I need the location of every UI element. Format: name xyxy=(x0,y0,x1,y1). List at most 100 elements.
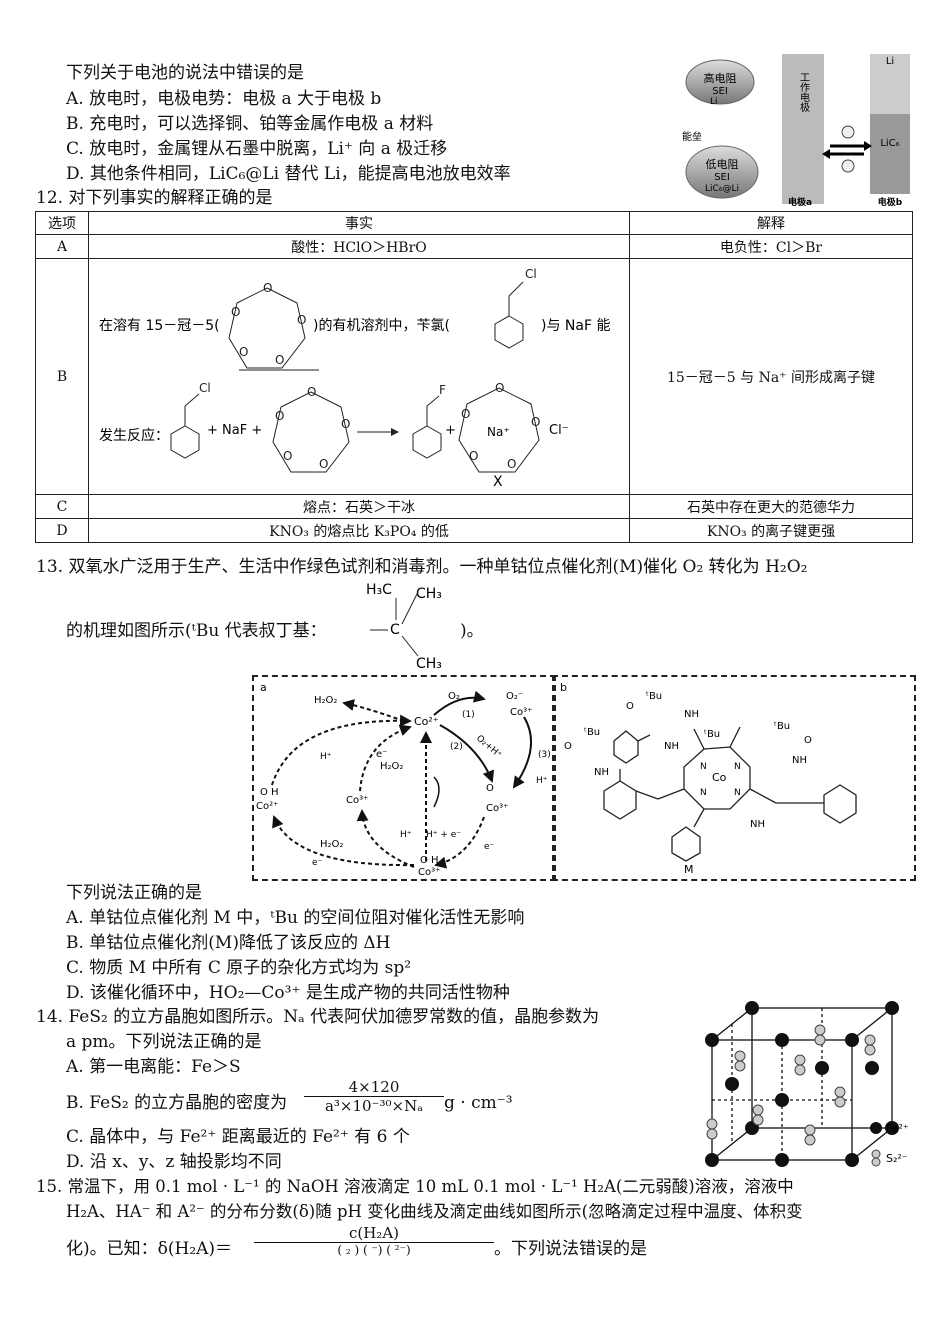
tbu-c: C xyxy=(390,622,400,638)
o2-label: O₂ xyxy=(448,691,460,702)
catalyst-m-structure: b Co N N N N O ᵗBu NH O ᵗBu NH ᵗBu NH O … xyxy=(552,675,916,881)
header-explain: 解释 xyxy=(629,211,913,235)
o-2: O xyxy=(564,741,572,752)
row-d-option: D xyxy=(35,518,89,543)
cl-ion-label: Cl⁻ xyxy=(549,423,569,438)
o-1: O xyxy=(626,701,634,712)
table-row: A 酸性：HClO＞HBrO 电负性：Cl＞Br xyxy=(35,234,913,259)
q13-stem: 13. 双氧水广泛用于生产、生活中作绿色试剂和消毒剂。一种单钴位点催化剂(M)催… xyxy=(36,557,808,577)
q14-option-c: C. 晶体中，与 Fe²⁺ 距离最近的 Fe²⁺ 有 6 个 xyxy=(66,1127,410,1147)
density-denominator: a³×10⁻³⁰×Nₐ xyxy=(324,1097,424,1115)
crown-ether-15-5: O O O O O xyxy=(228,281,306,368)
electrode-a-label: 电极a xyxy=(788,196,812,208)
benzyl-fluoride-product: F xyxy=(412,383,446,459)
table-row: C 熔点：石英＞干冰 石英中存在更大的范德华力 xyxy=(35,494,913,519)
svg-text:O: O xyxy=(239,345,248,359)
svg-text:O: O xyxy=(307,385,316,399)
q13-question: 下列说法正确的是 xyxy=(66,883,202,903)
svg-text:O: O xyxy=(297,313,306,327)
q13-option-b: B. 单钴位点催化剂(M)降低了该反应的 ΔH xyxy=(66,933,391,953)
q15-line3-pre: 化)。已知：δ(H₂A)＝ xyxy=(66,1239,233,1259)
row-a-fact: 酸性：HClO＞HBrO xyxy=(88,234,630,259)
crown-ether-reactant: O O O O O xyxy=(272,385,350,472)
n-1: N xyxy=(700,762,707,772)
unit-cell-legend: Fe²⁺ S₂²⁻ xyxy=(870,1122,909,1167)
nh-5: NH xyxy=(750,819,765,830)
row-b-fact-line1c: )与 NaF 能 xyxy=(541,318,610,334)
delta-denominator: ( ₂ ) ( ⁻) ( ²⁻) xyxy=(337,1243,411,1257)
electrode-b-label: 电极b xyxy=(878,196,903,208)
facts-table: 选项 事实 解释 A 酸性：HClO＞HBrO 电负性：Cl＞Br B 在溶有 … xyxy=(35,211,913,543)
e-minus-bottom-left: e⁻ xyxy=(312,858,323,868)
row-b-fact: 在溶有 15－冠－5( O O O O O )的有机溶剂中，苄氯( Cl )与 … xyxy=(88,258,630,495)
co3-right-ooh: Co³⁺ xyxy=(486,803,508,814)
work-electrode-bar xyxy=(782,54,824,204)
table-header-row: 选项 事实 解释 xyxy=(35,211,913,235)
co3-top-right: Co³⁺ xyxy=(510,707,532,718)
benzyl-chloride-reactant: Cl xyxy=(170,381,211,459)
table-row: D KNO₃ 的熔点比 K₃PO₄ 的低 KNO₃ 的离子键更强 xyxy=(35,518,913,543)
q15-line3-post: 。下列说法错误的是 xyxy=(494,1239,647,1259)
q13-option-c: C. 物质 M 中所有 C 原子的杂化方式均为 sp² xyxy=(66,958,412,978)
svg-text:O: O xyxy=(341,417,350,431)
svg-text:O: O xyxy=(231,305,240,319)
table-row: B 在溶有 15－冠－5( O O O O O )的有机溶剂中，苄氯( Cl xyxy=(35,258,913,495)
high-resistance-sei xyxy=(685,59,755,105)
fes2-unit-cell xyxy=(705,1001,899,1167)
battery-figure: 高电阻 SEI Li 能垒 低电阻 SEI LiC₆@Li 工作电极 Li Li… xyxy=(682,54,910,208)
sei-label-bottom: SEI xyxy=(714,172,730,183)
q11-option-b: B. 充电时，可以选择铜、铂等金属作电极 a 材料 xyxy=(66,114,434,134)
h2o2-middle: H₂O₂ xyxy=(380,761,403,772)
row-d-fact: KNO₃ 的熔点比 K₃PO₄ 的低 xyxy=(88,518,630,543)
q13-option-d: D. 该催化循环中，HO₂—Co³⁺ 是生成产物的共同活性物种 xyxy=(66,983,510,1003)
legend-fe: Fe²⁺ xyxy=(886,1122,909,1135)
electrode-b-lic6 xyxy=(870,114,910,194)
svg-text:F: F xyxy=(439,383,446,397)
high-resistance-label: 高电阻 xyxy=(704,71,737,85)
e-minus-left: e⁻ xyxy=(376,749,387,760)
row-a-explain: 电负性：Cl＞Br xyxy=(629,234,913,259)
porphyrin-diagram: b Co N N N N O ᵗBu NH O ᵗBu NH ᵗBu NH O … xyxy=(560,681,857,876)
mechanism-figure-a: a H₂O₂ Co²⁺ O₂ O₂⁻ Co³⁺ (1) (2) (3) O₂+H… xyxy=(252,675,556,881)
q13-option-a: A. 单钴位点催化剂 M 中，ᵗBu 的空间位阻对催化活性无影响 xyxy=(66,908,525,928)
tbu-3: ᵗBu xyxy=(704,729,720,740)
o2-minus-label: O₂⁻ xyxy=(506,691,523,702)
row-c-explain: 石英中存在更大的范德华力 xyxy=(629,494,913,519)
n-3: N xyxy=(700,788,707,798)
h-plus-right: H⁺ xyxy=(536,776,548,786)
low-resistance-sei xyxy=(685,145,759,199)
q14-density-fraction: 4×120 a³×10⁻³⁰×Nₐ xyxy=(304,1078,444,1115)
tbu-1: ᵗBu xyxy=(646,691,662,702)
row-a-option: A xyxy=(35,234,89,259)
co3-left: Co³⁺ xyxy=(346,795,368,806)
row-c-option: C xyxy=(35,494,89,519)
n-2: N xyxy=(734,762,741,772)
fig-a-label: a xyxy=(260,681,267,694)
e-minus-bottom-right: e⁻ xyxy=(484,842,495,852)
svg-text:O: O xyxy=(319,457,328,471)
catalytic-cycle-diagram: a H₂O₂ Co²⁺ O₂ O₂⁻ Co³⁺ (1) (2) (3) O₂+H… xyxy=(256,681,551,878)
tbu-ch3-top: CH₃ xyxy=(416,586,442,602)
n-4: N xyxy=(734,788,741,798)
crown-complex-x: O O O O O xyxy=(458,381,540,472)
delta-fraction: c(H₂A) ( ₂ ) ( ⁻) ( ²⁻) xyxy=(254,1224,494,1257)
tbu-h3c: H₃C xyxy=(366,582,392,598)
work-electrode-label: 工作电极 xyxy=(798,72,810,113)
svg-text:O: O xyxy=(495,381,504,395)
q13-stem2-end: )。 xyxy=(460,621,484,641)
co2-center: Co²⁺ xyxy=(414,715,439,728)
tbu-2: ᵗBu xyxy=(584,727,600,738)
step-2: (2) xyxy=(450,742,463,752)
q11-option-a: A. 放电时，电极电势：电极 a 大于电极 b xyxy=(66,89,382,109)
co3-bottom: Co³⁺ xyxy=(418,867,440,878)
electrode-b-lic6-label: LiC₆ xyxy=(880,138,899,149)
h-plus-left: H⁺ xyxy=(320,752,332,762)
sei-label-top: SEI xyxy=(712,86,728,97)
oh-left: O H xyxy=(260,787,279,798)
benzyl-chloride-structure: Cl xyxy=(494,267,537,349)
nh-1: NH xyxy=(664,741,679,752)
step-1: (1) xyxy=(462,710,475,720)
q15-line2: H₂A、HA⁻ 和 A²⁻ 的分布分数(δ)随 pH 变化曲线及滴定曲线如图所示… xyxy=(66,1202,803,1221)
h-plus-bottom: H⁺ xyxy=(400,830,412,840)
tert-butyl-structure: H₃C CH₃ C CH₃ xyxy=(366,582,442,672)
